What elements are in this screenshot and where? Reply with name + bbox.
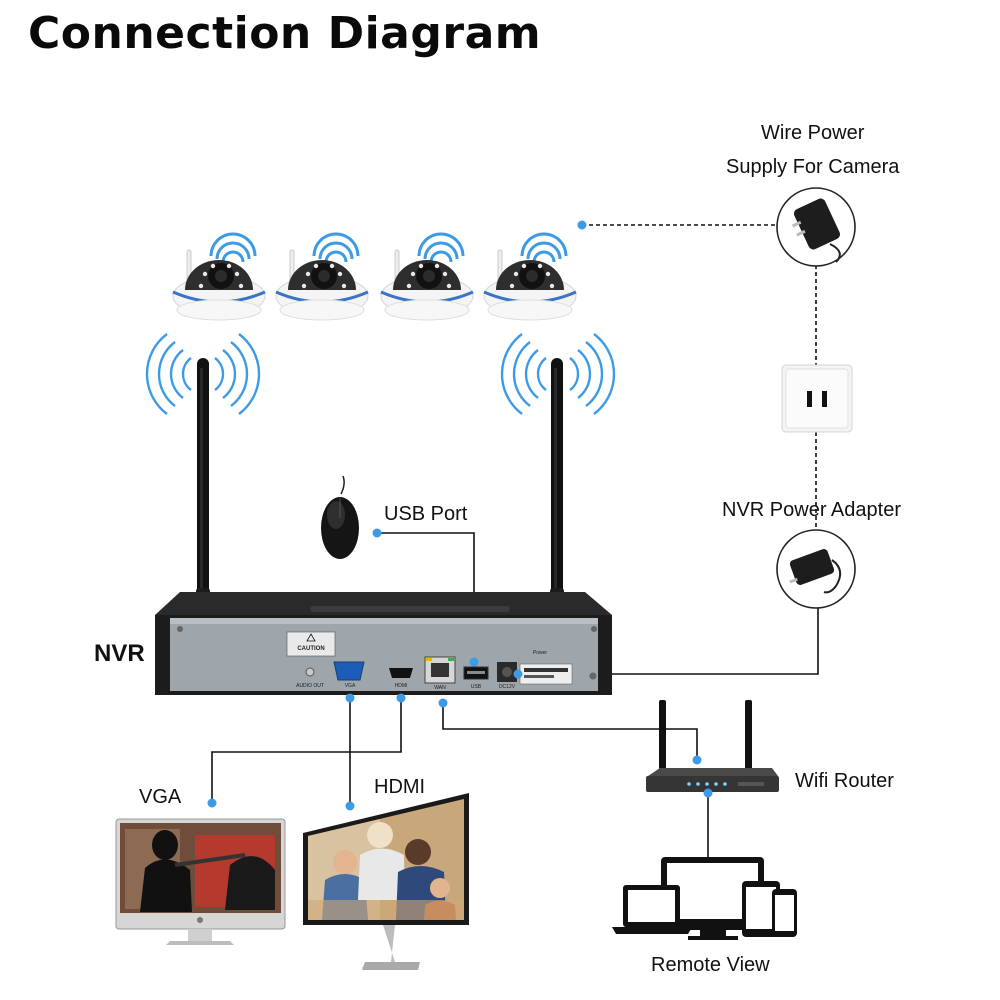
usb-port-label: USB [471,684,482,690]
caution-label: CAUTION [297,646,324,652]
hdmi-label: HDMI [374,776,426,798]
hdmi-line [211,698,402,803]
vga-label: VGA [139,786,182,808]
wire-power-label-line1: Wire Power [761,122,865,144]
dome-camera-3 [379,232,475,322]
connection-lines [211,224,819,857]
nvr-device: CAUTION AUDIO OUT VGA HDMI WAN USB DC12V [155,592,612,695]
dc-port-label: DC12V [499,684,516,690]
wall-outlet-icon [781,364,853,433]
dot-vga-monitor [207,798,217,808]
remote-view-label: Remote View [651,954,770,976]
vga-monitor-icon [115,818,286,945]
audio-out-label: AUDIO OUT [296,683,324,689]
power-label: Power [533,650,548,656]
dome-camera-4 [482,232,578,322]
dot-dc-port [513,669,523,679]
dot-usb-port [469,657,479,667]
camera-power-supply-icon [776,187,856,267]
wan-port-label: WAN [434,685,446,691]
nvr-power-line [517,608,819,675]
dot-usb-mouse [372,528,382,538]
vga-port-label: VGA [345,683,356,689]
wan-line [442,703,698,760]
usb-port-label: USB Port [384,503,468,525]
dot-router-out [703,788,713,798]
hdmi-monitor-icon [303,793,469,970]
nvr-power-adapter-label: NVR Power Adapter [722,499,901,521]
antenna-left [196,358,210,628]
dot-hdmi-monitor [345,801,355,811]
wire-power-label-line2: Supply For Camera [726,156,900,178]
wifi-router-icon [646,700,779,792]
dome-camera-2 [274,232,370,322]
dot-vga-port [345,693,355,703]
dome-camera-1 [171,232,267,322]
nvr-label: NVR [94,640,145,667]
dot-wire-power [577,220,587,230]
mouse-icon [321,475,359,559]
dot-hdmi-port [396,693,406,703]
antenna-right [550,358,564,628]
connector-dots [207,220,713,811]
hdmi-port-label: HDMI [395,683,408,689]
dot-wan-port [438,698,448,708]
remote-devices-icon [612,857,797,940]
dot-router [692,755,702,765]
wifi-router-label: Wifi Router [795,770,894,792]
nvr-power-adapter-icon [776,529,856,609]
diagram-title: Connection Diagram [28,8,542,59]
